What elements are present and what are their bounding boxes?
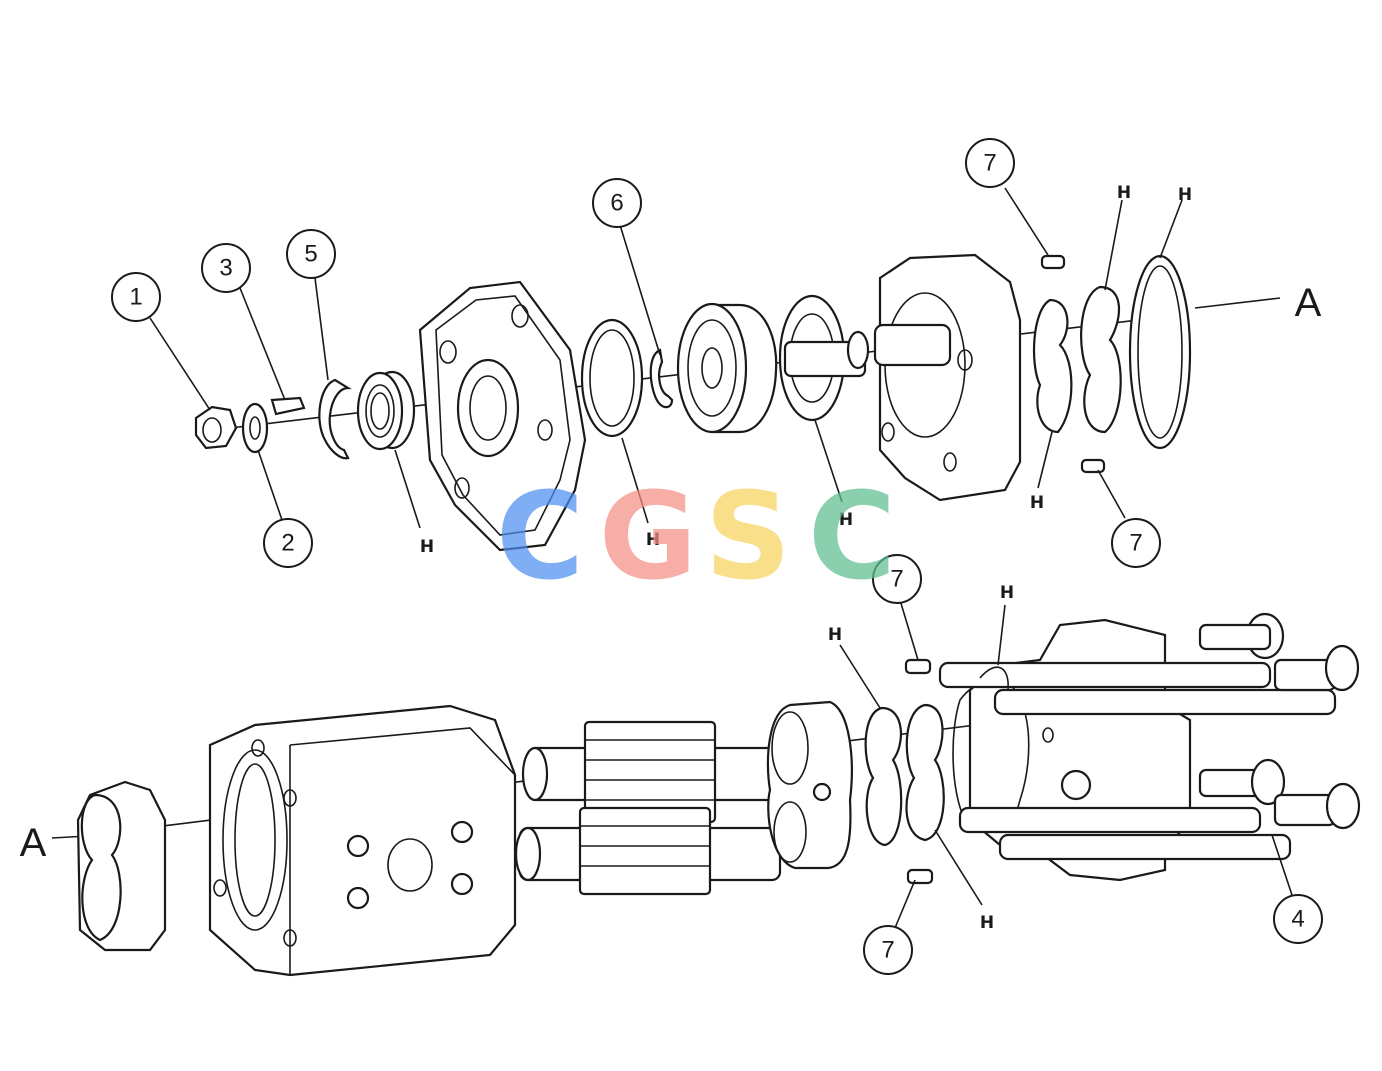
- leader-7b: [1097, 469, 1126, 519]
- figure-eight-seal-4: [905, 703, 945, 842]
- leader-h-o-ring: [621, 437, 649, 524]
- washer: [241, 402, 269, 454]
- svg-text:7: 7: [983, 150, 996, 177]
- leader-h-oval: [1159, 199, 1183, 259]
- callout-2: 2: [263, 518, 313, 568]
- h-mark-seal-4: H: [980, 913, 994, 933]
- gear-housing: [208, 704, 517, 977]
- svg-text:7: 7: [1129, 530, 1142, 557]
- callout-7-middle: 7: [872, 554, 922, 604]
- section-ref-a-left: A: [20, 821, 47, 865]
- watermark-letter-g: G: [599, 468, 698, 607]
- dowel-pin-2: [1080, 458, 1106, 474]
- shaft-seal: [356, 370, 416, 451]
- svg-text:4: 4: [1291, 906, 1304, 933]
- callout-7-right: 7: [1111, 518, 1161, 568]
- shaft-key: [270, 396, 306, 416]
- svg-text:2: 2: [281, 530, 294, 557]
- svg-text:6: 6: [610, 190, 623, 217]
- leader-h-seal-1: [1037, 431, 1053, 489]
- callout-3: 3: [201, 243, 251, 293]
- leader-3: [239, 287, 286, 401]
- leader-h-plate: [814, 419, 843, 503]
- h-mark-plate: H: [839, 510, 853, 530]
- leader-7d: [894, 879, 916, 929]
- figure-eight-seal-1: [1032, 298, 1073, 434]
- housing-o-ring: [1128, 254, 1192, 450]
- figure-eight-seal-2: [1080, 285, 1122, 434]
- svg-text:7: 7: [890, 566, 903, 593]
- callout-7-top: 7: [965, 138, 1015, 188]
- svg-text:5: 5: [304, 241, 317, 268]
- callout-6: 6: [592, 178, 642, 228]
- leader-h-seal: [394, 449, 421, 529]
- bolt-3: [958, 758, 1286, 834]
- watermark-letter-s: S: [705, 468, 791, 607]
- leader-4: [1271, 834, 1293, 896]
- section-ref-a-right: A: [1295, 281, 1322, 325]
- svg-text:1: 1: [129, 284, 142, 311]
- rear-wear-plate: [76, 780, 167, 952]
- h-mark-cover: H: [1000, 583, 1014, 603]
- h-mark-o-ring: H: [646, 530, 660, 550]
- callout-4: 4: [1273, 894, 1323, 944]
- nut: [194, 405, 238, 450]
- leader-7c: [899, 599, 919, 661]
- watermark-letter-c1: C: [496, 468, 584, 607]
- leader-h-seal-2: [1104, 199, 1123, 291]
- driven-gear: [578, 806, 712, 896]
- dowel-pin-1: [1040, 254, 1066, 270]
- h-mark-seal-1: H: [1030, 493, 1044, 513]
- bolt-4: [998, 782, 1361, 861]
- h-mark-seal-2: H: [1117, 183, 1131, 203]
- flange-o-ring: [580, 318, 644, 438]
- leader-5: [314, 277, 329, 381]
- watermark-letter-c2: C: [808, 468, 896, 607]
- svg-text:7: 7: [881, 937, 894, 964]
- leader-6: [619, 224, 661, 356]
- retaining-ring: [649, 348, 674, 409]
- snap-ring: [318, 378, 352, 460]
- h-mark-seal-3: H: [828, 625, 842, 645]
- callout-5: 5: [286, 229, 336, 279]
- mounting-flange: [418, 280, 587, 552]
- dowel-pin-3: [904, 658, 932, 675]
- bolt-1: [938, 612, 1285, 689]
- bearing: [676, 302, 778, 434]
- leader-h-cover: [997, 604, 1006, 666]
- drive-shaft: [783, 330, 870, 378]
- leader-1: [149, 317, 211, 411]
- callout-1: 1: [111, 272, 161, 322]
- bearing-block: [766, 700, 853, 870]
- bolt-2: [993, 644, 1360, 716]
- front-housing: [873, 253, 1022, 502]
- callout-7-bottom: 7: [863, 925, 913, 975]
- leader-h-seal-3: [839, 644, 881, 709]
- drive-gear: [583, 720, 717, 824]
- leader-2: [257, 449, 283, 521]
- svg-text:3: 3: [219, 255, 232, 282]
- leader-7a: [1004, 187, 1049, 256]
- leader-h-seal-4: [934, 829, 983, 906]
- watermark-logo: C G S C: [496, 468, 896, 607]
- cover-o-ring: [979, 666, 1009, 691]
- figure-eight-seal-3: [864, 706, 903, 847]
- h-mark-seal: H: [420, 537, 434, 557]
- h-mark-oval: H: [1178, 185, 1192, 205]
- upper-a-leader: [1194, 297, 1281, 309]
- dowel-pin-4: [906, 868, 934, 885]
